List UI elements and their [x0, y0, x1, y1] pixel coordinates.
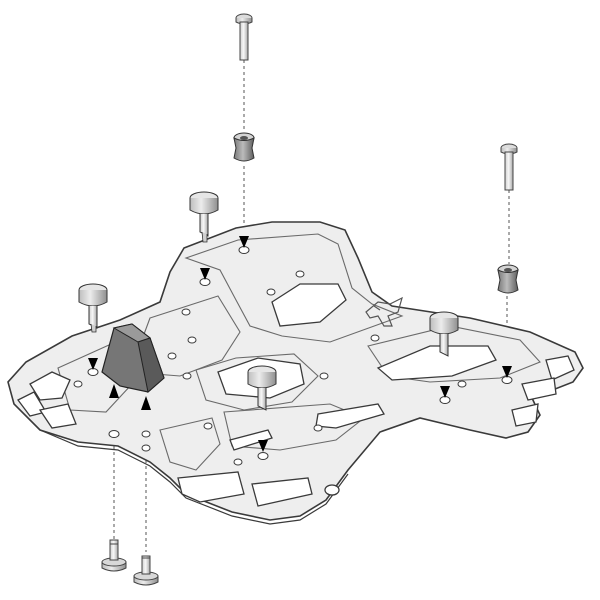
spacer-bushing: [233, 132, 255, 162]
arrows: [88, 236, 512, 452]
arrow-down-icon: [88, 358, 98, 370]
arrow-up-icon: [109, 384, 119, 398]
short-bolt: [133, 555, 159, 586]
short-bolt: [101, 539, 127, 572]
mushroom-bolt: [247, 365, 277, 411]
mushroom-bolt: [429, 311, 459, 357]
arrow-down-icon: [239, 236, 249, 248]
long-bolt: [235, 13, 253, 61]
long-bolt: [500, 143, 518, 191]
arrow-down-icon: [440, 386, 450, 398]
top-rack-plate: [7, 221, 584, 525]
spacer-bushing: [497, 264, 519, 294]
arrow-down-icon: [502, 366, 512, 378]
arrow-down-icon: [258, 440, 268, 452]
arrow-up-icon: [141, 396, 151, 410]
rubber-pad: [101, 323, 165, 393]
rack-plate-edge: [39, 429, 349, 525]
mushroom-bolt: [78, 283, 108, 333]
rack-holes: [73, 246, 513, 466]
mushroom-bolt: [189, 191, 219, 243]
brand-logo-icon: [365, 296, 403, 327]
arrow-down-icon: [200, 268, 210, 280]
